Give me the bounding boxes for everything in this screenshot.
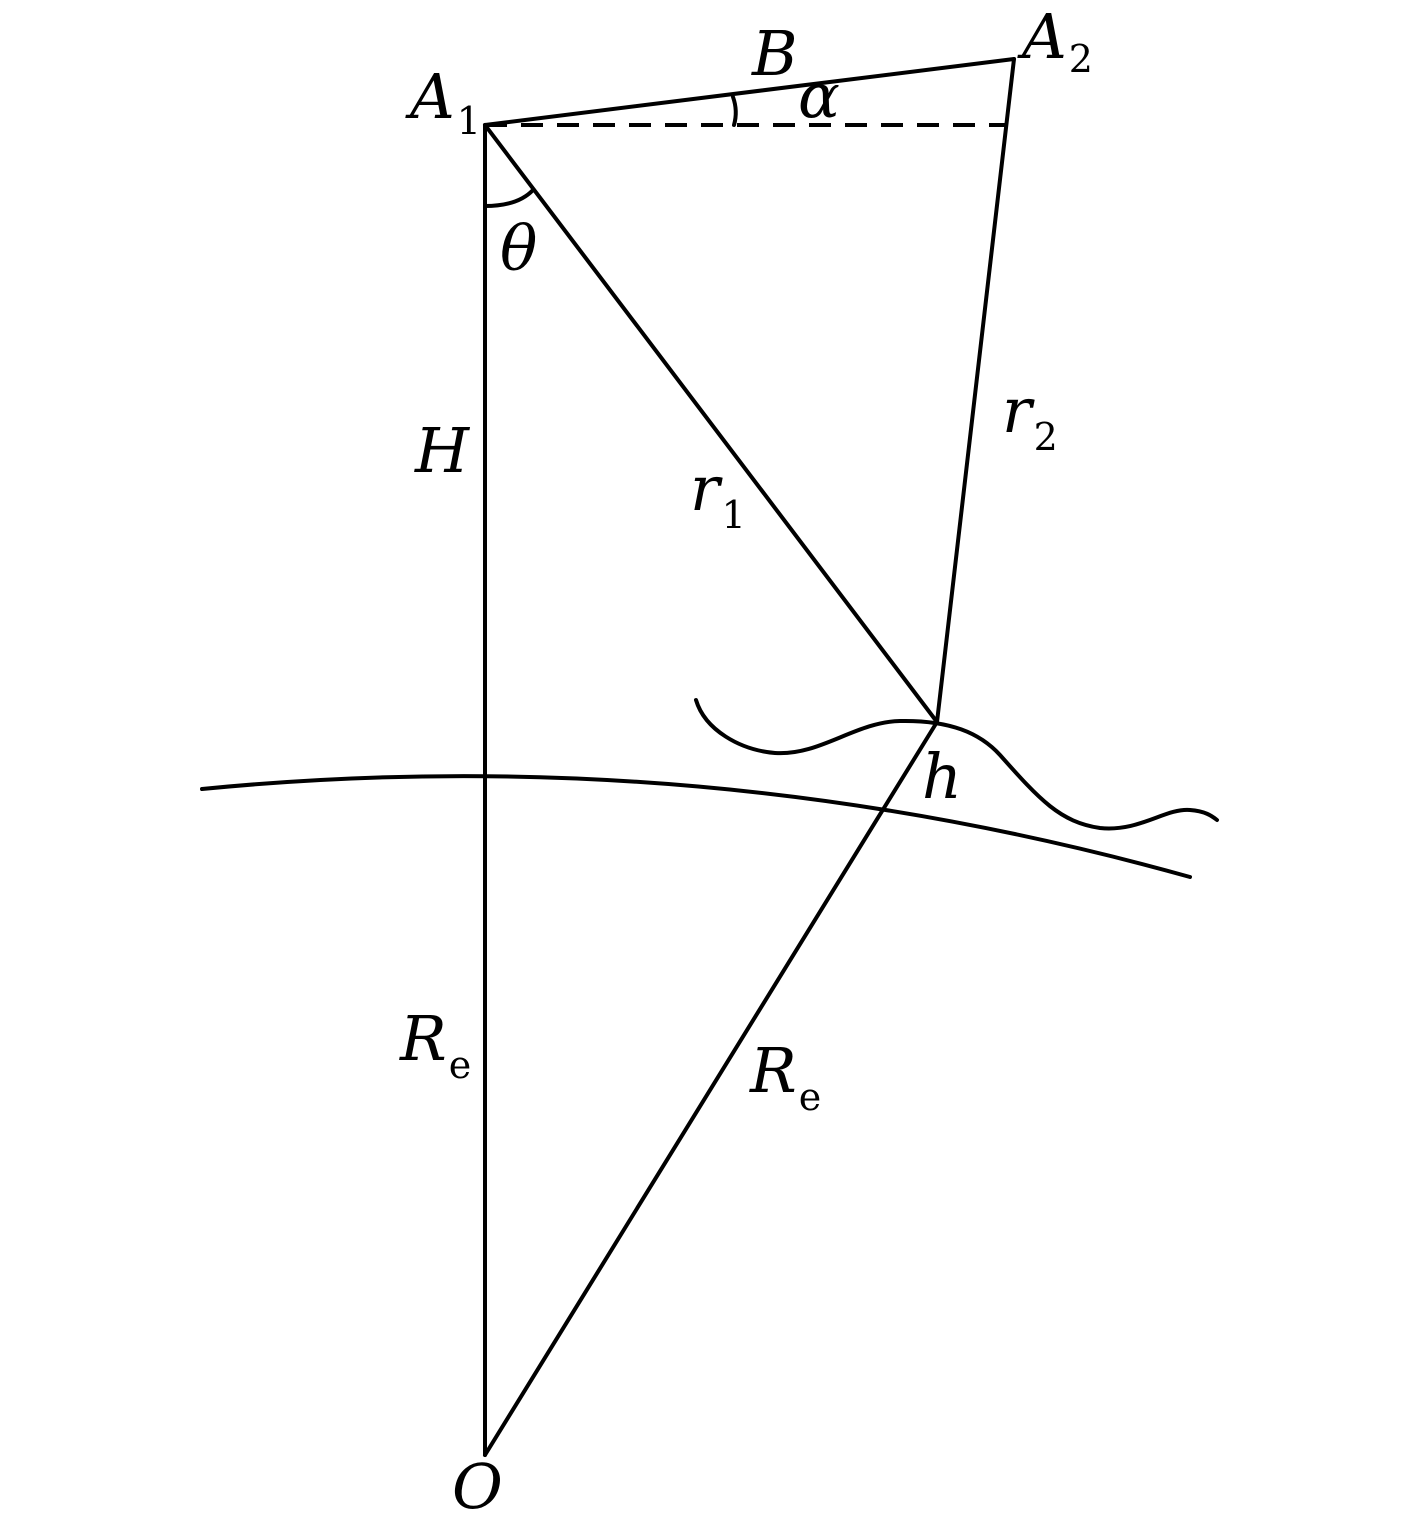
angle-alpha-arc <box>731 95 738 127</box>
label-b: B <box>751 17 798 90</box>
label-theta: θ <box>500 212 537 285</box>
label-alpha: α <box>798 59 840 132</box>
angle-theta-arc <box>483 188 535 208</box>
earth-surface-arc <box>200 774 1192 879</box>
label-r2: r2 <box>1002 374 1058 459</box>
label-r1: r1 <box>690 452 746 537</box>
label-a1: A1 <box>405 60 481 143</box>
terrain-curve <box>694 698 1219 831</box>
baseline-b <box>483 57 1016 127</box>
slant-range-r1 <box>483 123 939 724</box>
label-o: O <box>452 1450 503 1517</box>
label-a2: A2 <box>1017 0 1093 81</box>
label-h-lowercase: h <box>922 740 962 813</box>
label-re-right: Re <box>749 1034 821 1119</box>
label-re-left: Re <box>399 1002 471 1087</box>
label-h-uppercase: H <box>414 414 471 487</box>
earth-radius-line <box>483 720 939 1457</box>
slant-range-r2 <box>935 57 1016 724</box>
